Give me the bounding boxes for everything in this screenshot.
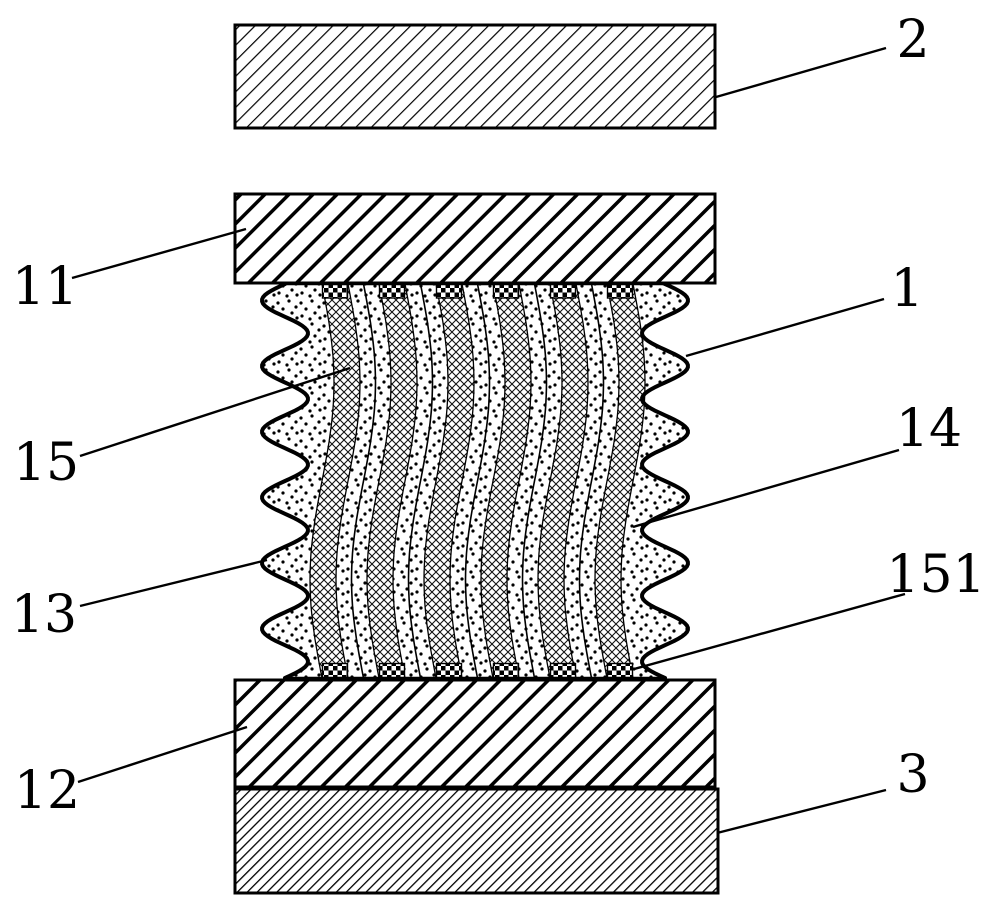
label-14: 14 [896, 399, 962, 459]
annotations: 2 11 1 15 14 13 151 12 3 [11, 10, 986, 835]
upper-electrode-plate [233, 192, 717, 285]
leader-line-15 [79, 366, 351, 458]
base-plate [233, 787, 720, 895]
checker-pad-bottom [378, 662, 406, 679]
checker-pad-bottom [549, 662, 577, 679]
label-2: 2 [896, 10, 929, 70]
label-3: 3 [896, 745, 929, 805]
checker-pad-top [492, 282, 520, 299]
lower-electrode-plate [233, 678, 717, 789]
fiber-line [407, 283, 434, 679]
leader-line-3 [716, 788, 887, 835]
right-wavy-edge [640, 282, 690, 680]
checker-pad-top [321, 282, 349, 299]
leader-line-13 [79, 558, 268, 608]
fiber-line [578, 283, 605, 679]
leader-line-151 [633, 592, 906, 671]
leader-line-12 [77, 725, 248, 784]
leader-line-11 [71, 227, 247, 280]
leader-line-2 [715, 46, 887, 99]
fiber-line [521, 283, 548, 679]
leader-line-14 [632, 448, 900, 529]
label-151: 151 [886, 545, 985, 605]
fiber-line [350, 283, 377, 679]
diagram-layers [233, 23, 720, 895]
left-wavy-edge [260, 282, 310, 680]
label-13: 13 [11, 585, 77, 645]
thin-wavy-lines [350, 283, 605, 679]
checker-pad-top [435, 282, 463, 299]
checker-pad-bottom [321, 662, 349, 679]
checker-pad-bottom [606, 662, 634, 679]
label-12: 12 [14, 761, 80, 821]
label-1: 1 [890, 259, 923, 319]
label-15: 15 [13, 433, 79, 493]
checker-pad-bottom [492, 662, 520, 679]
checker-pad-bottom [435, 662, 463, 679]
checker-pad-top [378, 282, 406, 299]
checker-pad-top [606, 282, 634, 299]
fiber-line [464, 283, 491, 679]
top-plate [233, 23, 717, 130]
label-11: 11 [12, 257, 78, 317]
leader-line-1 [685, 297, 885, 358]
checker-pad-top [549, 282, 577, 299]
